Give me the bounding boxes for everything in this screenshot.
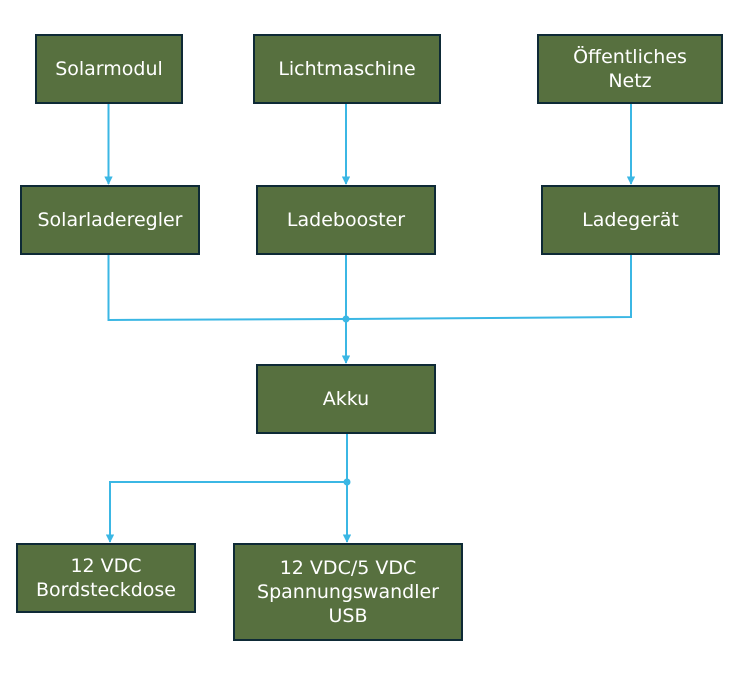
node-spannungswandler-usb: 12 VDC/5 VDC Spannungswandler USB <box>233 543 463 641</box>
node-ladebooster: Ladebooster <box>256 185 436 255</box>
node-label: 12 VDC/5 VDC <box>279 557 417 579</box>
node-label: Ladebooster <box>286 209 406 231</box>
node-akku: Akku <box>256 364 436 434</box>
node-label: Spannungswandler <box>257 581 439 603</box>
node-label: Lichtmaschine <box>278 58 416 80</box>
node-oeffentliches-netz: Öffentliches Netz <box>537 34 723 104</box>
node-label: Netz <box>608 70 652 92</box>
node-label: Bordsteckdose <box>36 579 176 601</box>
node-bordsteckdose: 12 VDC Bordsteckdose <box>16 543 196 613</box>
edge-akku-bordsteckdose <box>105 481 347 543</box>
node-label: 12 VDC <box>70 555 142 577</box>
node-label: Solarmodul <box>55 58 163 80</box>
edge-ladegeraet-bus <box>345 255 632 320</box>
node-label: Solarladeregler <box>37 209 183 231</box>
node-ladegeraet: Ladegerät <box>541 185 720 255</box>
node-label: Ladegerät <box>582 209 679 231</box>
junction-dot-charging <box>342 315 350 323</box>
edge-solarladeregler-bus <box>107 255 347 322</box>
node-lichtmaschine: Lichtmaschine <box>253 34 441 104</box>
node-solarmodul: Solarmodul <box>35 34 183 104</box>
node-label: Öffentliches <box>573 46 687 68</box>
junction-dot-output <box>343 478 351 486</box>
node-label: USB <box>328 605 368 627</box>
node-label: Akku <box>322 388 370 410</box>
node-solarladeregler: Solarladeregler <box>20 185 200 255</box>
